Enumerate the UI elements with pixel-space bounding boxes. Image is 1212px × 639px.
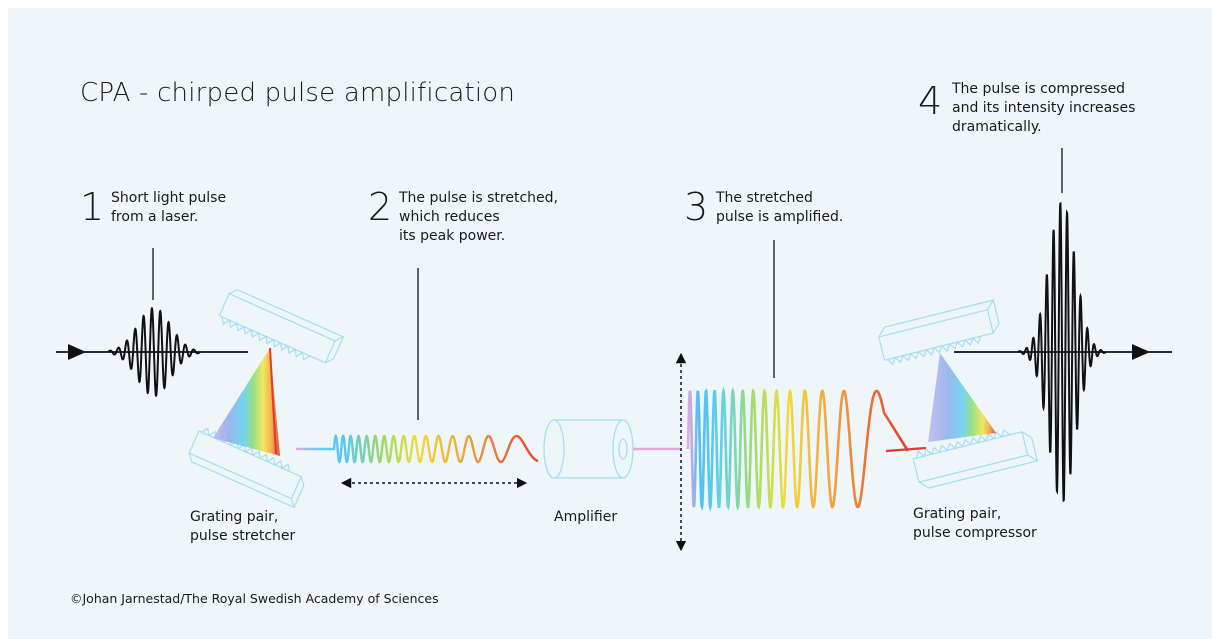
- cpa-illustration: [56, 148, 1172, 552]
- compressor-label: Grating pair, pulse compressor: [913, 506, 1037, 541]
- step-2-text: The pulse is stretched, which reduces it…: [399, 190, 558, 244]
- stretcher-label: Grating pair, pulse stretcher: [190, 509, 296, 544]
- step-2-number: 2: [368, 185, 393, 229]
- stretched-pulse-wave: [296, 434, 539, 464]
- step-4-number: 4: [918, 79, 943, 123]
- amplifier-cylinder: [543, 419, 634, 479]
- stretcher-spectrum-fan: [213, 348, 280, 456]
- compressor-grating-pair: [878, 299, 1039, 489]
- step-1-text: Short light pulse from a laser.: [111, 190, 227, 225]
- stretcher-red-ray: [269, 347, 277, 455]
- diagram-canvas: CPA - chirped pulse amplification 1 Shor…: [8, 8, 1212, 639]
- step-4-text: The pulse is compressed and its intensit…: [952, 81, 1136, 135]
- input-pulse: [56, 307, 248, 397]
- amplifier-label: Amplifier: [554, 509, 618, 525]
- output-pulse: [954, 201, 1172, 503]
- credit-line: ©Johan Jarnestad/The Royal Swedish Acade…: [70, 591, 439, 606]
- step-3-text: The stretched pulse is amplified.: [716, 190, 844, 225]
- amplified-pulse-wave: [686, 386, 910, 512]
- compressor-input-beam: [885, 446, 927, 453]
- compressor-spectrum-fan: [928, 353, 996, 442]
- diagram-title: CPA - chirped pulse amplification: [80, 78, 516, 108]
- step-1-number: 1: [80, 185, 105, 229]
- step-3-number: 3: [684, 185, 709, 229]
